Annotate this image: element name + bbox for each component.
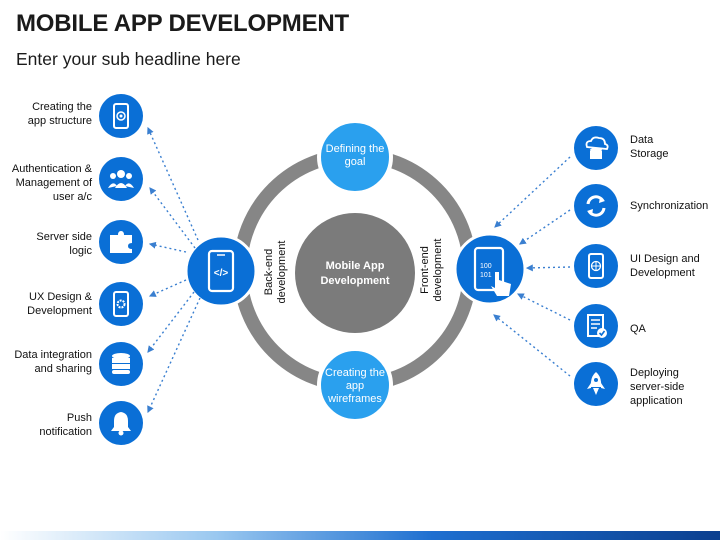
left-hub-circle xyxy=(184,234,258,308)
left-item-4-icon xyxy=(99,282,143,326)
code-device-icon: </> xyxy=(207,249,235,293)
connector-right-1 xyxy=(494,156,571,228)
right-item-1-label: Data Storage xyxy=(630,134,669,160)
left-item-6-label: Push notification xyxy=(39,412,92,438)
connector-right-5 xyxy=(493,314,571,377)
top-node-circle xyxy=(317,119,393,195)
cloud-database-icon xyxy=(585,136,609,159)
left-item-2-icon xyxy=(99,157,143,201)
left-item-5-label: Data integration and sharing xyxy=(14,349,92,375)
puzzle-icon xyxy=(110,231,132,253)
left-hub-label: Back-end development xyxy=(263,240,288,304)
page-title: MOBILE APP DEVELOPMENT xyxy=(16,10,349,37)
footer-gradient-bar xyxy=(0,531,720,540)
right-item-3-label: UI Design and Development xyxy=(630,253,700,279)
database-icon xyxy=(112,353,130,374)
sync-icon xyxy=(586,195,606,217)
fingerprint-phone-icon xyxy=(113,103,129,129)
connector-left-2 xyxy=(149,187,196,249)
right-item-2-icon xyxy=(574,184,618,228)
touch-device-icon: 100 101 xyxy=(473,246,511,296)
left-item-3-icon xyxy=(99,220,143,264)
right-item-4-label: QA xyxy=(630,323,646,335)
connector-left-1 xyxy=(147,126,199,241)
rocket-icon xyxy=(587,372,605,395)
center-label: Mobile App Development xyxy=(320,260,390,287)
connector-left-4 xyxy=(148,279,187,297)
right-item-3-icon xyxy=(574,244,618,288)
right-item-5-label: Deploying server-side application xyxy=(630,367,685,407)
right-item-1-icon xyxy=(574,126,618,170)
checklist-icon xyxy=(587,314,607,338)
right-hub-label: Front-end development xyxy=(419,238,444,302)
connector-left-6 xyxy=(147,297,201,414)
left-item-6-icon xyxy=(99,401,143,445)
svg-text:101: 101 xyxy=(480,272,492,279)
connector-left-5 xyxy=(147,291,195,353)
bell-icon xyxy=(111,412,131,436)
connector-left-3 xyxy=(148,241,187,253)
gear-phone-icon xyxy=(113,291,129,317)
right-item-4-icon xyxy=(574,304,618,348)
left-item-2-label: Authentication & Management of user a/c xyxy=(11,163,92,203)
left-item-3-label: Server side logic xyxy=(36,231,92,257)
right-item-5-icon xyxy=(574,362,618,406)
left-item-1-icon xyxy=(99,94,143,138)
users-icon xyxy=(108,170,134,188)
center-circle xyxy=(295,213,415,333)
connector-right-4 xyxy=(516,293,571,321)
bottom-node-label: Creating the app wireframes xyxy=(325,367,385,405)
left-item-4-label: UX Design & Development xyxy=(27,291,92,317)
svg-text:</>: </> xyxy=(214,268,229,279)
right-item-2-label: Synchronization xyxy=(630,200,709,212)
connector-right-3 xyxy=(525,264,571,272)
globe-phone-icon xyxy=(588,253,604,279)
svg-text:100: 100 xyxy=(480,263,492,270)
connector-right-2 xyxy=(519,209,571,245)
top-node-label: Defining the goal xyxy=(325,143,385,168)
left-item-5-icon xyxy=(99,342,143,386)
page-subtitle: Enter your sub headline here xyxy=(16,49,241,69)
left-item-1-label: Creating the app structure xyxy=(27,101,92,127)
bottom-node-circle xyxy=(317,347,393,423)
